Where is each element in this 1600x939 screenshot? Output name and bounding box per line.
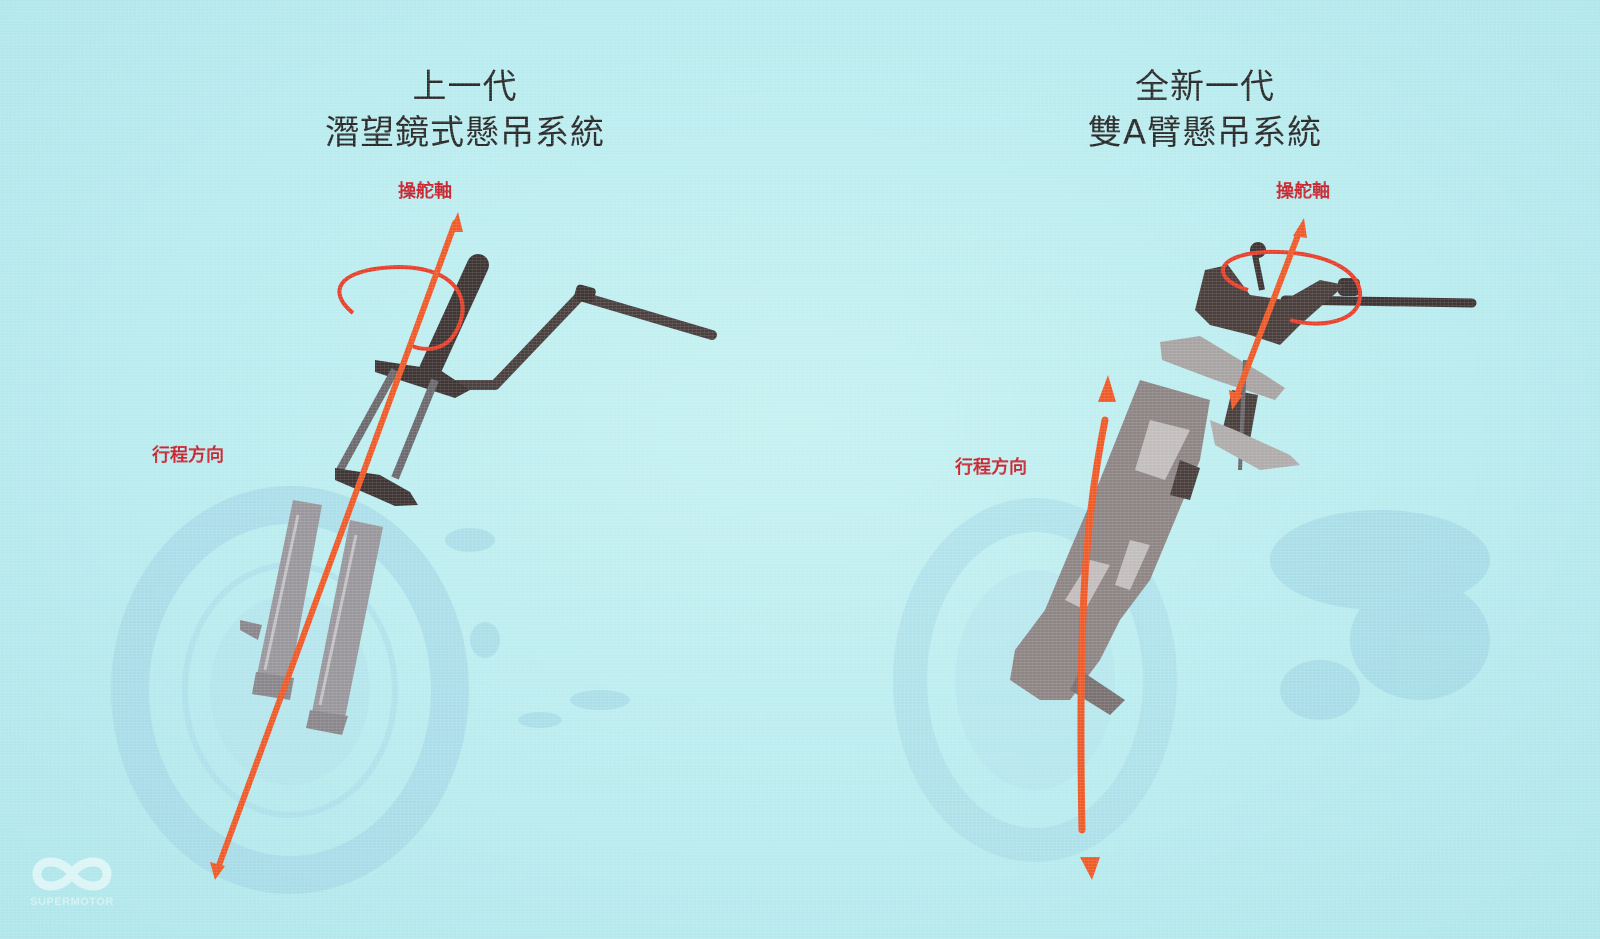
watermark: SUPERMOTOR — [22, 852, 122, 908]
right-travel-direction-arrow — [1077, 375, 1116, 880]
left-travel-direction-label: 行程方向 — [152, 445, 224, 466]
double-a-arm-illustration — [1010, 242, 1477, 715]
right-steering-rotation-arrow — [1221, 249, 1362, 326]
right-steering-axis-label: 操舵軸 — [1276, 181, 1330, 202]
left-title: 上一代 潛望鏡式懸吊系統 — [300, 64, 630, 156]
right-title-generation: 全新一代 — [1135, 67, 1275, 107]
left-title-generation: 上一代 — [412, 67, 518, 107]
watermark-text: SUPERMOTOR — [30, 896, 114, 908]
right-title: 全新一代 雙A臂懸吊系統 — [1055, 64, 1355, 156]
left-steering-rotation-arrow — [337, 264, 465, 351]
left-steering-axis-label: 操舵軸 — [398, 181, 452, 202]
right-travel-direction-label: 行程方向 — [955, 457, 1027, 478]
infinity-icon — [32, 857, 112, 891]
right-steering-axis-arrow — [1229, 218, 1307, 410]
right-title-system: 雙A臂懸吊系統 — [1087, 113, 1323, 153]
left-title-system: 潛望鏡式懸吊系統 — [325, 113, 605, 153]
left-body-ghost — [445, 528, 630, 728]
right-body-ghost — [1270, 510, 1490, 720]
telescopic-fork-illustration — [240, 254, 717, 735]
left-steering-axis-arrow — [210, 212, 463, 880]
